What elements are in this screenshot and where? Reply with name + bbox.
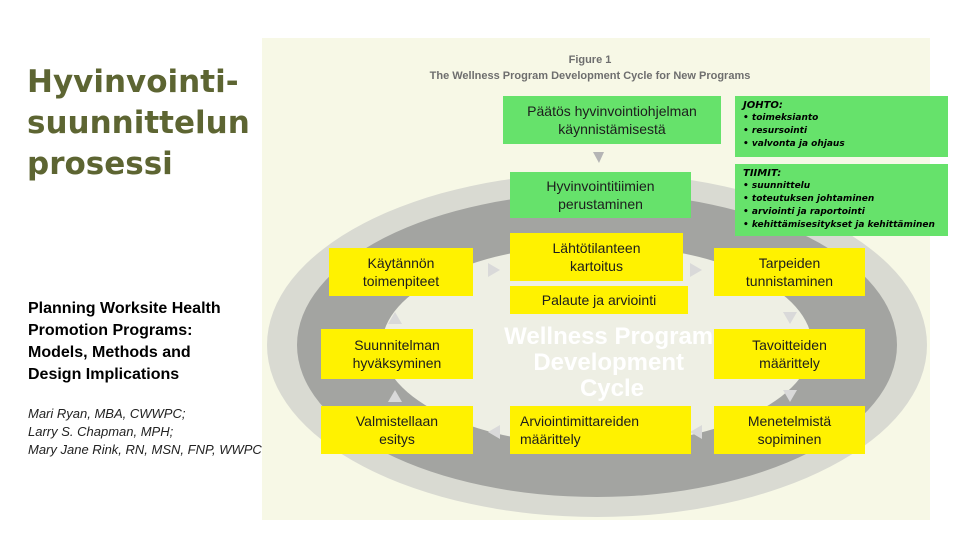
box-line: sopiminen <box>757 431 822 447</box>
box-line: määrittely <box>759 355 820 371</box>
note-item: toimeksianto <box>743 112 940 125</box>
box-line: Arviointimittareiden <box>520 413 640 429</box>
cycle-label: Wellness Program Development Cycle <box>504 323 720 402</box>
box-line: Palaute ja arviointi <box>541 292 657 308</box>
up-arrow-icon <box>388 390 402 402</box>
box-practical: Käytännön toimenpiteet <box>329 248 473 296</box>
box-presentation: Valmistellaan esitys <box>321 406 473 454</box>
title-line: suunnittelun <box>27 105 250 141</box>
box-line: Valmistellaan <box>355 413 439 429</box>
box-decision: Päätös hyvinvointiohjelman käynnistämise… <box>503 96 721 144</box>
title-line: prosessi <box>27 146 173 182</box>
box-line: tunnistaminen <box>745 273 834 289</box>
note-teams: TIIMIT: suunnittelu toteutuksen johtamin… <box>735 164 948 236</box>
box-line: Käytännön <box>367 255 435 271</box>
book-title-line: Design Implications <box>28 366 180 383</box>
box-line: Tarpeiden <box>758 255 821 271</box>
note-heading: TIIMIT: <box>743 168 782 179</box>
figure-caption: The Wellness Program Development Cycle f… <box>429 70 751 82</box>
box-line: perustaminen <box>558 196 643 212</box>
right-arrow-icon <box>690 263 702 277</box>
note-item: toteutuksen johtaminen <box>743 193 940 206</box>
box-baseline: Lähtötilanteen kartoitus <box>510 233 683 281</box>
note-list: toimeksianto resursointi valvonta ja ohj… <box>743 112 940 151</box>
note-item: kehittämisesitykset ja kehittäminen <box>743 219 940 232</box>
box-line: Hyvinvointitiimien <box>546 178 655 194</box>
title-line: Hyvinvointi- <box>27 64 239 100</box>
book-title-line: Planning Worksite Health <box>28 300 221 317</box>
left-arrow-icon <box>690 425 702 439</box>
author-line: Mary Jane Rink, RN, MSN, FNP, WWPC <box>28 442 262 457</box>
note-heading: JOHTO: <box>743 100 783 111</box>
source-book-title: Planning Worksite Health Promotion Progr… <box>28 298 288 386</box>
cycle-label-line: Development <box>533 349 684 376</box>
box-plan-approval: Suunnitelman hyväksyminen <box>321 329 473 379</box>
note-item: valvonta ja ohjaus <box>743 138 940 151</box>
box-line: käynnistämisestä <box>558 121 666 137</box>
note-item: arviointi ja raportointi <box>743 206 940 219</box>
book-title-line: Models, Methods and <box>28 344 191 361</box>
note-item: resursointi <box>743 125 940 138</box>
down-arrow-icon <box>783 390 797 402</box>
box-line: Suunnitelman <box>354 337 440 353</box>
slide-title: Hyvinvointi- suunnittelun prosessi <box>27 62 267 185</box>
cycle-label-line: Wellness Program <box>504 323 713 350</box>
note-management: JOHTO: toimeksianto resursointi valvonta… <box>735 96 948 157</box>
author-line: Mari Ryan, MBA, CWWPC; <box>28 406 186 421</box>
box-line: kartoitus <box>570 258 623 274</box>
note-item: suunnittelu <box>743 180 940 193</box>
down-arrow-icon <box>783 312 797 324</box>
note-list: suunnittelu toteutuksen johtaminen arvio… <box>743 180 940 232</box>
figure-label: Figure 1 <box>568 54 612 66</box>
box-line: Lähtötilanteen <box>552 240 641 256</box>
box-line: Tavoitteiden <box>752 337 827 353</box>
box-teams: Hyvinvointitiimien perustaminen <box>510 172 691 218</box>
box-line: Päätös hyvinvointiohjelman <box>527 103 697 119</box>
left-arrow-icon <box>488 425 500 439</box>
author-line: Larry S. Chapman, MPH; <box>28 424 174 439</box>
cycle-label-line: Cycle <box>580 375 644 402</box>
cycle-core <box>382 245 812 445</box>
box-line: määrittely <box>520 431 581 447</box>
box-line: Menetelmistä <box>747 413 832 429</box>
box-objectives: Tavoitteiden määrittely <box>714 329 865 379</box>
book-title-line: Promotion Programs: <box>28 322 193 339</box>
down-arrow-icon <box>593 152 604 163</box>
box-needs: Tarpeiden tunnistaminen <box>714 248 865 296</box>
box-line: esitys <box>379 431 415 447</box>
up-arrow-icon <box>388 312 402 324</box>
box-feedback: Palaute ja arviointi <box>510 286 688 314</box>
right-arrow-icon <box>488 263 500 277</box>
box-line: toimenpiteet <box>362 273 440 289</box>
box-line: hyväksyminen <box>352 355 442 371</box>
box-methods: Menetelmistä sopiminen <box>714 406 865 454</box>
source-authors: Mari Ryan, MBA, CWWPC; Larry S. Chapman,… <box>28 405 328 459</box>
box-metrics: Arviointimittareiden määrittely <box>510 406 691 454</box>
